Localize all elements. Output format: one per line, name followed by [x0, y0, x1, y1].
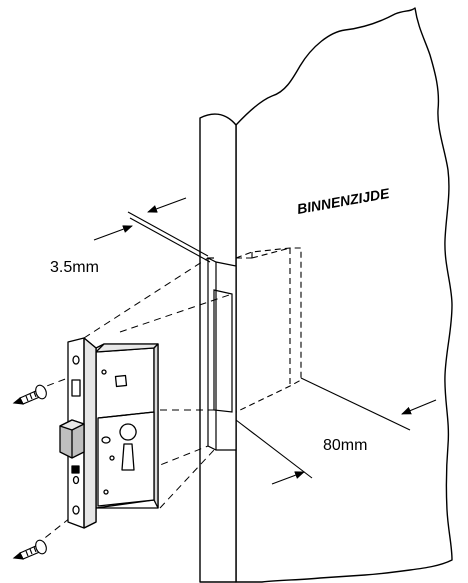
dimension-label-backset: 80mm [323, 437, 367, 454]
latch-bolt [59, 419, 85, 459]
dimension-label-faceplate: 3.5mm [50, 259, 99, 276]
dimension-faceplate-depth [93, 197, 211, 263]
screw-top [12, 384, 47, 405]
screw-bottom [12, 539, 47, 560]
mortise-pocket-outline [235, 247, 302, 413]
lock-body [95, 343, 159, 509]
door [199, 7, 453, 583]
cylinder-hole [119, 423, 137, 471]
faceplate-recess [207, 257, 237, 451]
door-face [235, 7, 453, 583]
spindle-hole [114, 374, 128, 388]
dimension-backset [235, 377, 437, 485]
